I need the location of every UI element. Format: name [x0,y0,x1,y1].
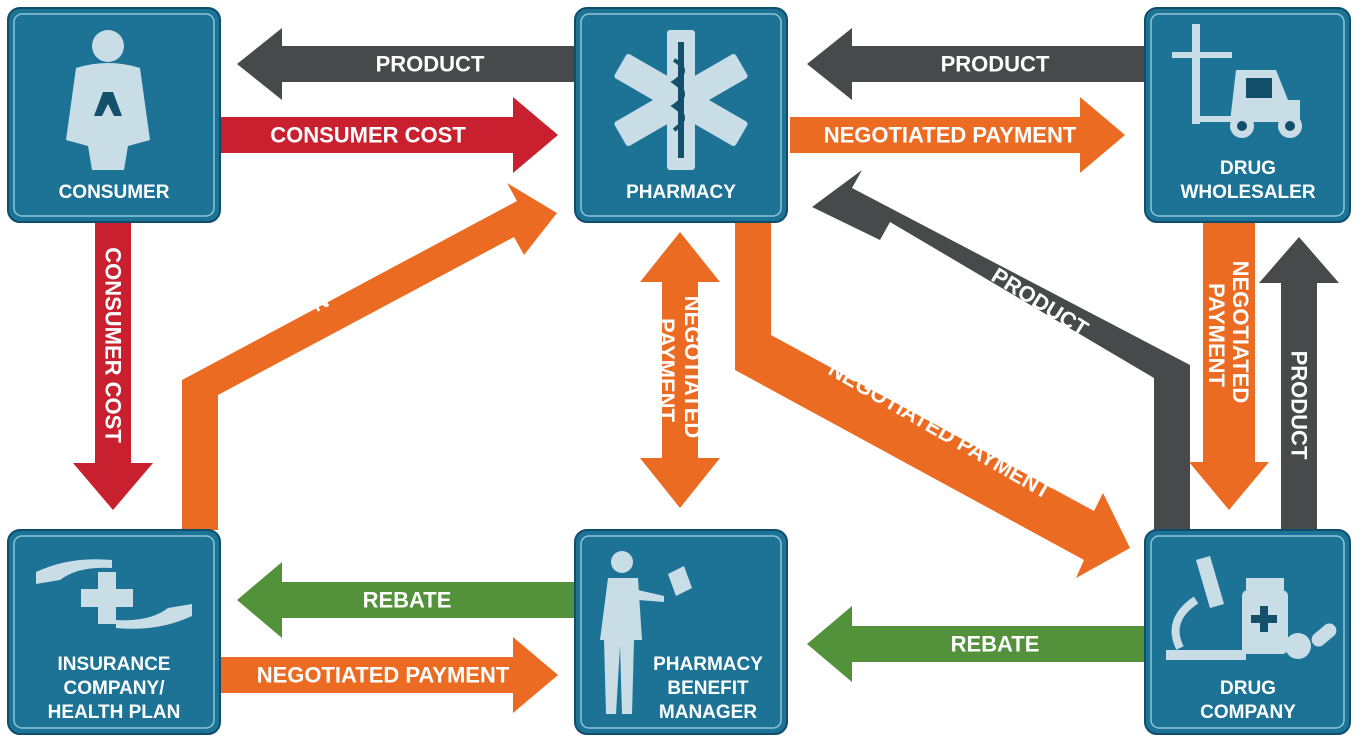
arrow-product-wholesaler-to-pharmacy: PRODUCT [807,28,1145,100]
svg-text:PRODUCT: PRODUCT [376,52,485,77]
forklift-icon [1172,24,1302,138]
pbm-label-line-2: BENEFIT [667,678,749,699]
insurance-label-line-3: HEALTH PLAN [48,702,181,723]
svg-text:PRODUCT: PRODUCT [941,52,1050,77]
arrow-negotiated-payment-pharmacy-to-wholesaler: NEGOTIATED PAYMENT [790,97,1125,173]
consumer-label: CONSUMER [59,182,170,203]
arrow-negotiated-payment-insurance-to-pbm: NEGOTIATED PAYMENT [220,637,558,713]
svg-text:PRODUCT: PRODUCT [1287,351,1312,460]
arrow-consumer-cost-consumer-to-insurance: CONSUMER COST [73,222,153,510]
node-pharmacy: PHARMACY [574,7,788,223]
microscope-pills-icon [1166,556,1337,660]
svg-text:REBATE: REBATE [951,632,1040,657]
wholesaler-label-line-1: DRUG [1220,158,1276,179]
arrow-product-drugco-to-wholesaler: PRODUCT [1259,237,1339,530]
wholesaler-drugco-label-line-2: PAYMENT [1205,283,1230,387]
svg-text:CONSUMER COST: CONSUMER COST [101,247,126,443]
svg-text:NEGOTIATED PAYMENT: NEGOTIATED PAYMENT [1205,261,1254,410]
svg-text:CONSUMER COST: CONSUMER COST [270,123,466,148]
drugco-label-line-1: DRUG [1220,678,1276,699]
arrow-rebate-pbm-to-insurance: REBATE [237,562,575,638]
star-of-life-icon [614,30,748,170]
wholesaler-label-line-2: WHOLESALER [1180,182,1315,203]
node-wholesaler: DRUG WHOLESALER [1144,7,1351,223]
svg-text:NEGOTIATED PAYMENT: NEGOTIATED PAYMENT [824,123,1077,148]
pharmacy-pbm-label-line-1: NEGOTIATED [681,296,706,439]
arrow-consumer-cost-consumer-to-pharmacy: CONSUMER COST [220,97,558,173]
svg-text:NEGOTIATED PAYMENT: NEGOTIATED PAYMENT [655,296,706,445]
node-insurance: INSURANCE COMPANY/ HEALTH PLAN [7,529,221,735]
consumer-person-icon [66,30,150,170]
wholesaler-drugco-label-line-1: NEGOTIATED [1229,261,1254,404]
svg-text:NEGOTIATED PAYMENT: NEGOTIATED PAYMENT [257,663,510,688]
node-drugco: DRUG COMPANY [1144,529,1351,735]
pbm-label-line-1: PHARMACY [653,654,763,675]
svg-text:PRODUCT: PRODUCT [987,263,1093,342]
arrow-negotiated-payment-pharmacy-to-drugco: NEGOTIATED PAYMENT [735,222,1130,578]
svg-text:REBATE: REBATE [363,588,452,613]
node-consumer: CONSUMER [7,7,221,223]
arrow-negotiated-payment-insurance-to-pharmacy: N [182,183,557,530]
arrow-product-pharmacy-to-consumer: PRODUCT [237,28,575,100]
pbm-label-line-3: MANAGER [659,702,757,723]
node-pbm: PHARMACY BENEFIT MANAGER [574,529,788,735]
arrow-negotiated-payment-pharmacy-pbm: NEGOTIATED PAYMENT [640,232,720,508]
hands-cross-icon [36,559,192,629]
arrow-negotiated-payment-wholesaler-to-drugco: NEGOTIATED PAYMENT [1189,222,1269,510]
drugco-label-line-2: COMPANY [1200,702,1296,723]
pharmacy-pbm-label-line-2: PAYMENT [655,318,680,422]
insurance-label-line-1: INSURANCE [58,654,171,675]
businesswoman-icon [600,551,692,714]
arrow-rebate-drugco-to-pbm: REBATE [807,606,1145,682]
pharmacy-label: PHARMACY [626,182,736,203]
insurance-label-line-2: COMPANY/ [64,678,166,699]
